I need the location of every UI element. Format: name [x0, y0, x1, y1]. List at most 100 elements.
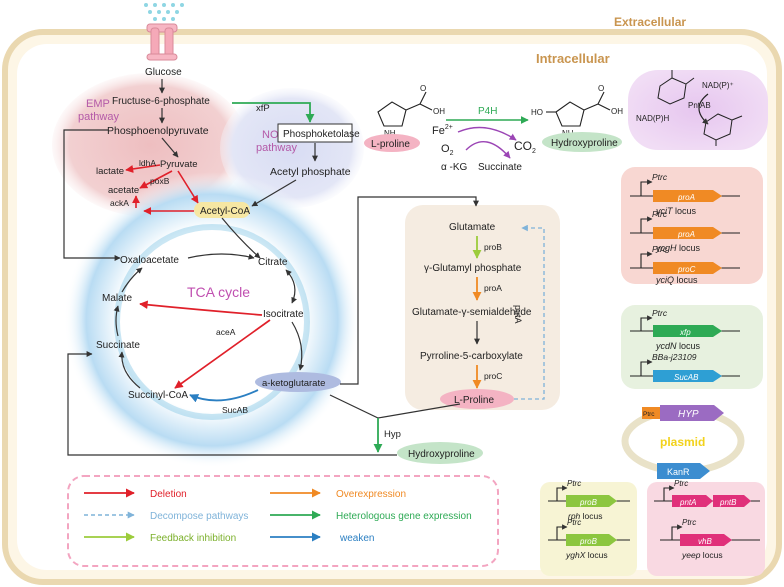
svg-text:proB: proB [579, 537, 598, 546]
xfp-enzyme: xfP [256, 103, 270, 114]
proline-oh-label: OH [433, 107, 445, 116]
svg-text:vhB: vhB [698, 537, 712, 546]
construct-xfp-ycdn: Ptrc xfp ycdN locus [630, 308, 740, 351]
construct-sucab: BBa-j23109 SucAB [630, 352, 740, 382]
construct-proa-ycit: Ptrc proA yciT locus [630, 172, 740, 216]
legend-feedback: Feedback inhibition [150, 533, 236, 544]
construct-proc-yciq: Ptrc proC yciQ locus [630, 244, 740, 285]
svg-text:Ptrc: Ptrc [652, 244, 668, 254]
isocitrate-node: Isocitrate [263, 309, 304, 320]
proline-nh-label: NH [384, 129, 396, 138]
acka-enzyme: ackA [110, 198, 129, 208]
succinate-node: Succinate [96, 340, 140, 351]
phosphoenolpyruvate-node: Phosphoenolpyruvate [107, 125, 209, 137]
svg-text:Ptrc: Ptrc [674, 479, 688, 488]
construct-prob-rph: Ptrc proB rph locus [548, 479, 630, 521]
legend-weaken: weaken [339, 533, 374, 544]
l-proline-structure-icon [377, 91, 433, 127]
l-proline-reactant: L-proline [371, 139, 410, 150]
svg-text:HYP: HYP [678, 409, 699, 420]
hydroxyproline-oh-label: OH [611, 107, 623, 116]
intracellular-label: Intracellular [536, 51, 610, 66]
acetyl-coa-badge [194, 202, 250, 218]
svg-text:plasmid: plasmid [660, 435, 705, 449]
tca-cycle-label: TCA cycle [187, 284, 250, 300]
proline-o-label: O [420, 84, 426, 93]
phosphoketolase-node: Phosphoketolase [283, 129, 360, 140]
sugar-structure-icon [657, 70, 743, 146]
glutamate-node: Glutamate [449, 222, 496, 233]
construct-prob-yghx: Ptrc proB yghX locus [548, 518, 630, 560]
svg-text:pntB: pntB [719, 498, 737, 507]
svg-text:Ptrc: Ptrc [652, 209, 668, 219]
fe-cofactor: Fe2+ [432, 124, 453, 137]
succinyl-coa-node: Succinyl-CoA [128, 390, 188, 401]
hyp-enzyme: Hyp [384, 429, 401, 440]
legend-heterologous: Heterologous gene expression [336, 511, 472, 522]
svg-text:Ptrc: Ptrc [643, 411, 655, 418]
svg-text:SucAB: SucAB [674, 373, 699, 382]
glucose-particles-icon [144, 3, 184, 21]
akg-badge [255, 372, 341, 392]
svg-text:Ptrc: Ptrc [652, 172, 668, 182]
plasmid-map: Ptrc HYP plasmid KanR [621, 405, 745, 479]
svg-text:ycgH locus: ycgH locus [655, 243, 701, 253]
nog-region [220, 88, 364, 208]
svg-text:KanR: KanR [667, 467, 690, 477]
emp-label-line2: pathway [78, 111, 119, 123]
l-proline-reactant-badge [364, 134, 420, 152]
nog-label-line2: pathway [256, 142, 297, 154]
svg-text:yciT locus: yciT locus [655, 206, 697, 216]
svg-text:Ptrc: Ptrc [682, 518, 696, 527]
nadph-label: NAD(P)H [636, 114, 670, 123]
svg-text:pntA: pntA [679, 498, 696, 507]
legend-overexpression: Overexpression [336, 489, 406, 500]
co2-product: CO2 [514, 139, 536, 155]
pntab-label: PntAB [688, 101, 711, 110]
hydroxyproline-node: Hydroxyproline [408, 449, 475, 460]
proc-enzyme: proC [484, 371, 502, 381]
svg-text:rph locus: rph locus [568, 511, 603, 521]
tca-region [64, 172, 360, 468]
svg-text:yghX locus: yghX locus [565, 550, 608, 560]
hydroxyproline-product: Hydroxyproline [551, 138, 618, 149]
legend-box [67, 475, 499, 567]
glutamyl-phosphate-node: γ-Glutamyl phosphate [424, 263, 522, 274]
svg-text:Ptrc: Ptrc [567, 479, 581, 488]
akg-cosubstrate: α -KG [441, 162, 468, 173]
hydroxyproline-structure-icon [546, 91, 611, 127]
construct-vhb-yeep: Ptrc vhB yeep locus [660, 518, 760, 560]
hydroxyproline-badge [397, 442, 483, 464]
glucose-node: Glucose [145, 67, 182, 78]
hydroxyproline-ho-label: HO [531, 108, 543, 117]
akg-node: a-ketoglutarate [262, 378, 325, 389]
prob-enzyme: proB [484, 242, 502, 252]
legend-deletion: Deletion [150, 489, 187, 500]
svg-text:proC: proC [677, 265, 696, 274]
citrate-node: Citrate [258, 257, 288, 268]
pyruvate-node: Pyruvate [160, 159, 198, 170]
hydroxyproline-o-label: O [598, 84, 604, 93]
svg-text:xfp: xfp [679, 328, 691, 337]
svg-text:yeep locus: yeep locus [681, 550, 723, 560]
ldha-enzyme: ldhA [139, 158, 156, 168]
o2-substrate: O2 [441, 143, 454, 157]
svg-text:yciQ locus: yciQ locus [655, 275, 698, 285]
extracellular-label: Extracellular [614, 15, 686, 29]
pyrroline-5-carboxylate-node: Pyrroline-5-carboxylate [420, 351, 523, 362]
nadp-label: NAD(P)⁺ [702, 81, 734, 90]
svg-text:ycdN locus: ycdN locus [655, 341, 701, 351]
fructose-6-phosphate-node: Fructuse-6-phosphate [112, 96, 210, 107]
emp-label: EMP [86, 98, 110, 110]
oxaloacetate-node: Oxaloacetate [120, 255, 179, 266]
svg-text:Ptrc: Ptrc [652, 308, 668, 318]
hydroxyproline-product-badge [542, 132, 622, 152]
poxb-enzyme: poxB [150, 176, 170, 186]
sucab-enzyme: SucAB [222, 405, 248, 415]
prob-constructs-box [540, 482, 637, 576]
puta-enzyme: putA [513, 305, 523, 324]
succinate-coproduct: Succinate [478, 162, 522, 173]
p4h-enzyme: P4H [478, 106, 497, 117]
construct-pnta-pntb: Ptrc pntA pntB [654, 479, 760, 507]
legend-decompose: Decompose pathways [150, 511, 248, 522]
